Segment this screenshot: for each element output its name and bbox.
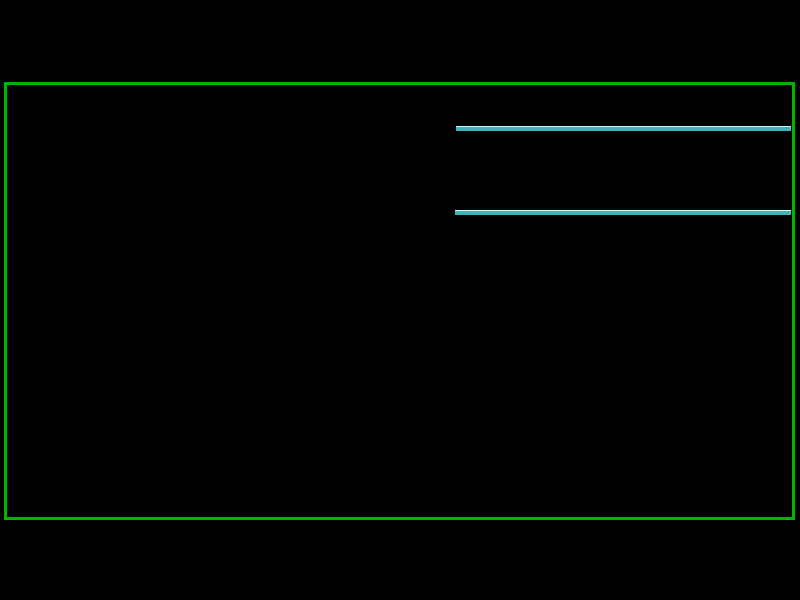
upper-horizontal-line xyxy=(456,126,791,131)
lower-horizontal-line xyxy=(455,210,791,215)
boundary-rectangle xyxy=(4,82,795,520)
